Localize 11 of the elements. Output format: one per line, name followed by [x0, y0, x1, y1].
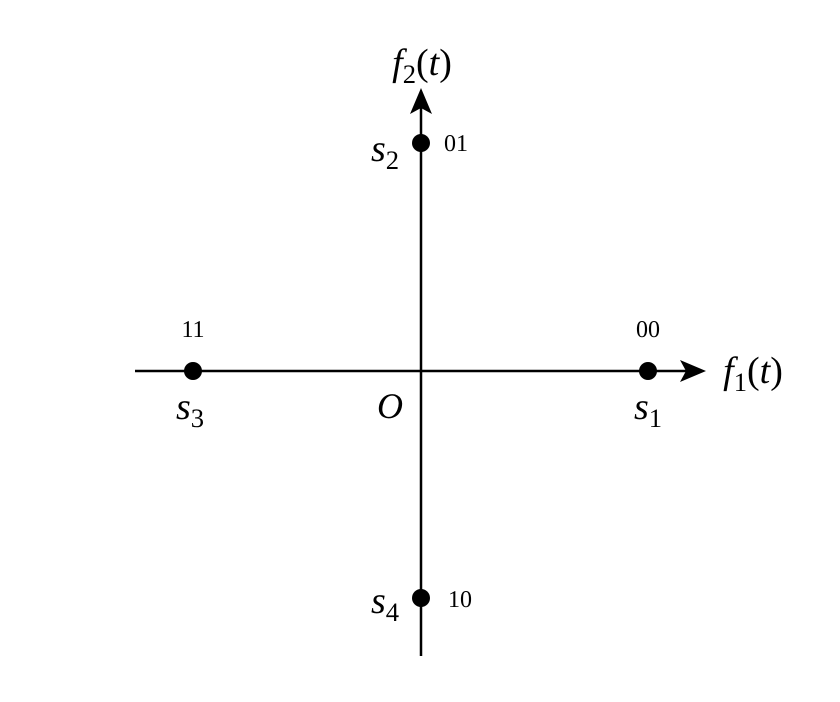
- bit-label: 10: [448, 588, 472, 612]
- bit-label: 01: [444, 132, 468, 156]
- point-label: s$_{1}$: [634, 388, 662, 432]
- axis-label: f$_{1}$(t): [723, 352, 783, 396]
- bit-label: 00: [636, 318, 660, 342]
- axis-label: f$_{2}$(t): [392, 44, 452, 88]
- point-label: s$_{4}$: [370, 582, 400, 626]
- point-label: s$_{2}$: [370, 130, 400, 174]
- bit-label: 11: [181, 318, 205, 342]
- point-label: s$_{3}$: [176, 388, 204, 432]
- origin-label: O: [377, 388, 403, 424]
